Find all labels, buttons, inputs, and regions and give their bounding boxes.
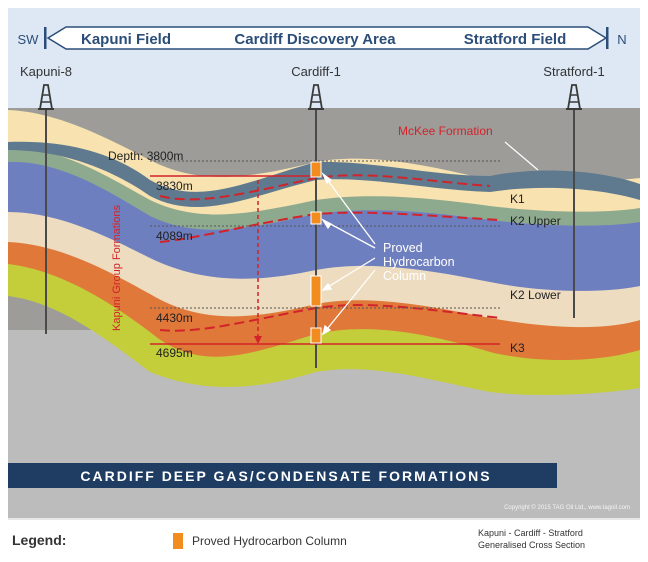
depth-4695-label: 4695m (156, 346, 193, 360)
derrick-icon (308, 84, 324, 110)
k2-upper-layer (8, 145, 640, 230)
depth-4430-label: 4430m (156, 311, 193, 325)
copyright-text: Copyright © 2015 TAG Oil Ltd., www.tagoi… (504, 504, 630, 511)
legend-title: Legend: (12, 532, 66, 548)
depth-4089-label: 4089m (156, 229, 193, 243)
k1-label: K1 (510, 192, 525, 206)
callout-line-3: Column (383, 269, 426, 283)
arrow-head-icon (254, 336, 262, 344)
direction-n: N (617, 32, 626, 47)
derrick-icon (566, 84, 582, 110)
hydrocarbon-column-marker (310, 327, 322, 344)
callout-line-2: Hydrocarbon (383, 255, 455, 269)
kapuni-field-label: Kapuni Field (81, 31, 171, 48)
depth-3830-label: 3830m (156, 179, 193, 193)
derrick-icon (38, 84, 54, 110)
title-banner-text: CARDIFF DEEP GAS/CONDENSATE FORMATIONS (80, 468, 491, 484)
legend-item-label: Proved Hydrocarbon Column (192, 534, 347, 548)
well-name-cardiff-1: Cardiff-1 (291, 64, 341, 79)
kapuni-group-formations-label: Kapuni Group Formations (111, 205, 123, 331)
cardiff-discovery-label: Cardiff Discovery Area (234, 31, 396, 48)
k3-label: K3 (510, 341, 525, 355)
well-name-kapuni-8: Kapuni-8 (20, 64, 72, 79)
k2-upper-label: K2 Upper (510, 214, 561, 228)
depth-3800-label: Depth: 3800m (108, 149, 183, 163)
basement-layer (8, 262, 640, 395)
mckee-pointer-line (504, 141, 539, 171)
k2-lower-label: K2 Lower (510, 288, 561, 302)
hydrocarbon-column-marker (310, 275, 322, 307)
legend-caption-line-1: Kapuni - Cardiff - Stratford (478, 528, 583, 538)
legend-caption-line-2: Generalised Cross Section (478, 540, 585, 550)
legend-swatch-hydrocarbon (173, 533, 183, 549)
hydrocarbon-column-marker (310, 161, 322, 178)
direction-sw: SW (18, 32, 40, 47)
sky-background (8, 8, 640, 110)
hydrocarbon-column-marker (310, 211, 322, 225)
header-right-edge (606, 27, 609, 49)
title-banner (8, 463, 557, 488)
k2-middle-layer (8, 159, 640, 291)
well-name-stratford-1: Stratford-1 (543, 64, 604, 79)
callout-pointers (321, 171, 376, 336)
header-left-edge (44, 27, 47, 49)
mckee-formation-label: McKee Formation (398, 124, 493, 138)
callout-line-1: Proved (383, 241, 423, 255)
stratford-field-label: Stratford Field (464, 31, 567, 48)
